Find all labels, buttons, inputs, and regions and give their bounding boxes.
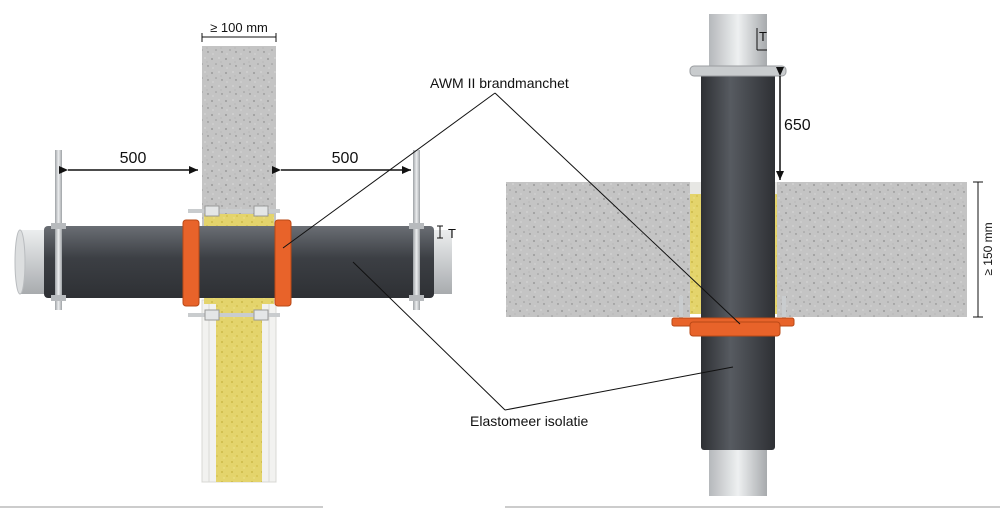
callouts: AWM II brandmanchet Elastomeer isolatie	[282, 75, 741, 429]
clamp-distance-label: 650	[784, 117, 811, 134]
leader-insulation-right	[504, 366, 734, 411]
hanger-rod-left	[55, 150, 62, 310]
inner-pipe-bottom	[709, 448, 767, 496]
floor-penetration-view: T 650 ≥ 150 mm	[506, 14, 995, 496]
concrete-floor-left	[506, 182, 690, 317]
inner-pipe-right	[430, 230, 452, 294]
insulation-label: Elastomeer isolatie	[470, 413, 588, 429]
leader-collar-right	[494, 92, 741, 325]
floor-thickness-label: ≥ 150 mm	[981, 222, 995, 275]
leader-insulation-left	[352, 261, 506, 411]
elastomer-insulation-horizontal	[44, 226, 434, 298]
pipe-clamp-top	[689, 65, 787, 77]
hanger-rod-right	[413, 150, 420, 310]
hanger-distance-left-label: 500	[120, 150, 147, 167]
wall-penetration-view: ≥ 100 mm 500 500 T	[14, 20, 456, 483]
insulation-thickness-horizontal-label: T	[448, 226, 456, 241]
mineral-wool-infill	[216, 300, 262, 482]
concrete-wall	[202, 46, 276, 228]
insulation-thickness-vertical-label: T	[759, 29, 767, 44]
wall-thickness-label: ≥ 100 mm	[210, 20, 268, 35]
fire-collar-left	[182, 219, 200, 307]
elastomer-insulation-vertical	[701, 72, 775, 450]
fire-collar-right	[274, 219, 292, 307]
leader-collar-left	[282, 92, 496, 249]
hanger-distance-right-label: 500	[332, 150, 359, 167]
collar-label: AWM II brandmanchet	[430, 75, 569, 91]
inner-pipe-top	[709, 14, 767, 74]
concrete-floor-right	[777, 182, 967, 317]
